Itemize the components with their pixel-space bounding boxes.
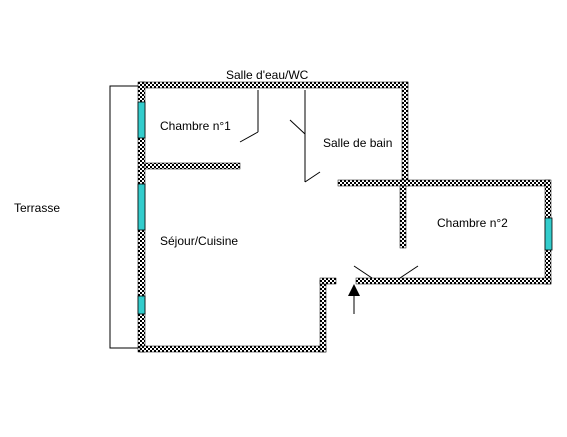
label-terrasse: Terrasse — [14, 201, 60, 215]
label-salle-bain: Salle de bain — [323, 136, 392, 150]
window-sejour-upper — [137, 183, 146, 231]
window-chambre1 — [137, 101, 146, 139]
terrasse-outline — [109, 85, 141, 349]
label-sejour: Séjour/Cuisine — [160, 234, 238, 248]
door-chambre2-left — [353, 265, 373, 279]
label-chambre2: Chambre n°2 — [437, 216, 508, 230]
doors — [239, 90, 419, 314]
door-chambre2-right — [399, 265, 419, 279]
door-salle-bain — [289, 119, 306, 135]
label-salle-eau: Salle d'eau/WC — [226, 68, 309, 82]
entrance-arrow-icon — [348, 284, 360, 296]
window-sejour-lower — [137, 295, 146, 315]
windows — [137, 101, 553, 315]
window-chambre2 — [544, 217, 553, 251]
label-chambre1: Chambre n°1 — [160, 119, 231, 133]
